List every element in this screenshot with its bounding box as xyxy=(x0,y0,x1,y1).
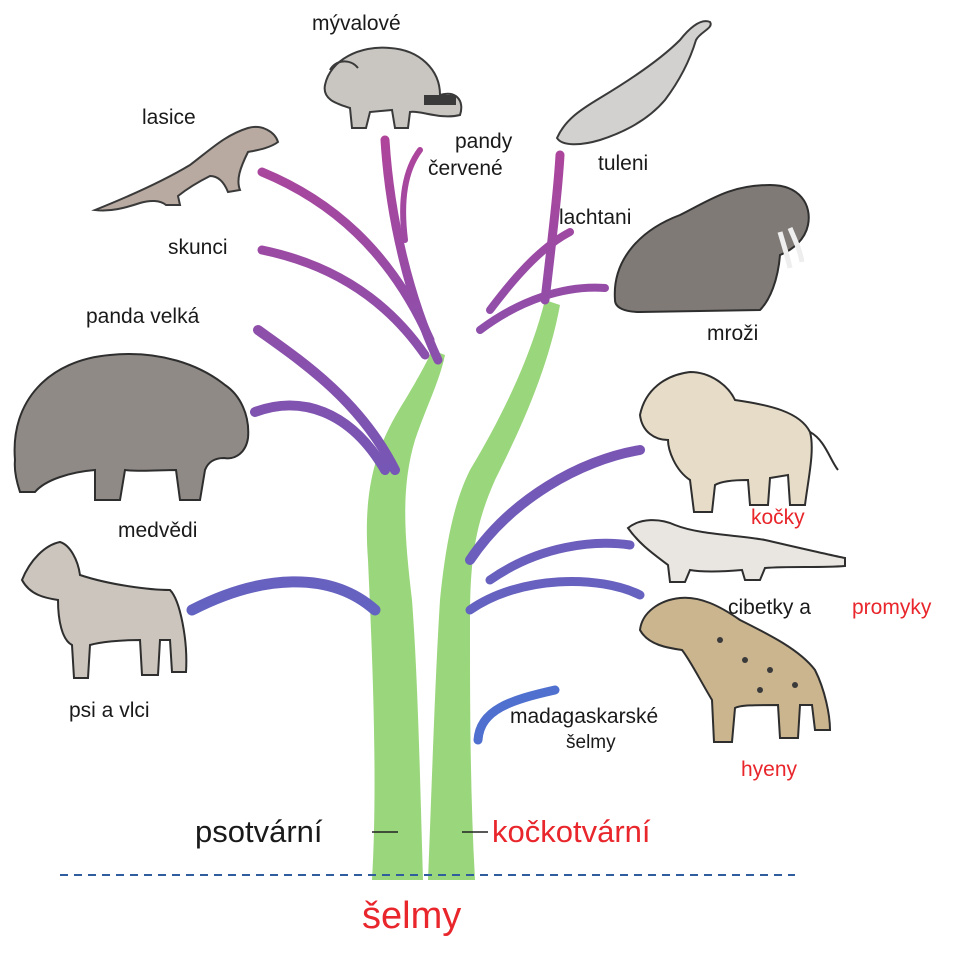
label-psotvarni: psotvární xyxy=(195,815,323,849)
branch-red-panda xyxy=(403,150,420,240)
label-tuleni: tuleni xyxy=(598,152,648,175)
hyena-icon xyxy=(640,598,830,742)
label-pandy-cervene-1: pandy xyxy=(455,130,512,153)
branch-bear xyxy=(255,405,385,470)
raccoon-icon xyxy=(325,48,462,128)
label-kocky: kočky xyxy=(751,506,805,529)
label-madagaskarske-1: madagaskarské xyxy=(510,705,658,728)
label-myvalove: mývalové xyxy=(312,12,401,35)
label-skunci: skunci xyxy=(168,236,228,259)
label-medvedi: medvědi xyxy=(118,519,197,542)
branch-civet xyxy=(490,543,630,580)
label-pandy-cervene-2: červené xyxy=(428,157,503,180)
branch-dog xyxy=(192,582,375,610)
seal-icon xyxy=(557,21,711,144)
label-lasice: lasice xyxy=(142,106,196,129)
weasel-icon xyxy=(95,127,278,211)
label-kockotvarni: kočkotvární xyxy=(492,815,651,849)
branch-seal xyxy=(545,155,560,300)
civet-icon xyxy=(628,520,845,582)
trunk-right xyxy=(428,300,560,880)
label-selmy: šelmy xyxy=(362,896,461,938)
label-mrozi: mroži xyxy=(707,322,758,345)
label-psi-a-vlci: psi a vlci xyxy=(69,699,150,722)
label-madagaskarske-2: šelmy xyxy=(566,733,616,754)
label-lachtani: lachtani xyxy=(559,206,631,229)
lion-icon xyxy=(640,372,838,512)
bear-icon xyxy=(15,354,249,500)
wolf-icon xyxy=(22,542,186,678)
label-hyeny: hyeny xyxy=(741,758,797,781)
branch-hyena xyxy=(470,581,640,610)
label-panda-velka: panda velká xyxy=(86,305,199,328)
label-promyky: promyky xyxy=(852,596,931,619)
label-cibetky: cibetky a xyxy=(728,596,811,619)
walrus-icon xyxy=(615,185,809,312)
